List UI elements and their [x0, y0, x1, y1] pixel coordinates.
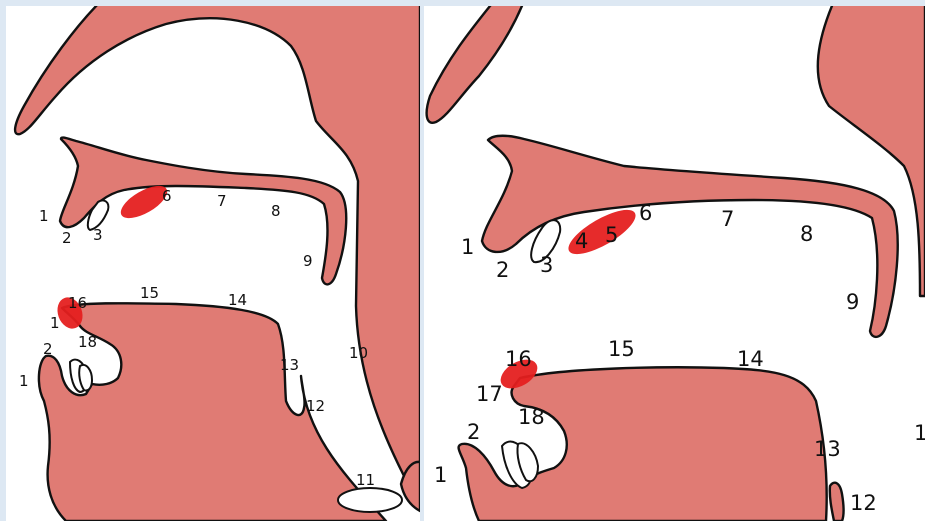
label-14-zoomed: 14 — [737, 347, 764, 371]
label-1-lower-lip-zoomed: 1 — [434, 463, 447, 487]
label-2-lower-teeth: 2 — [43, 340, 53, 358]
label-18: 18 — [78, 333, 97, 351]
label-10: 10 — [349, 344, 368, 362]
label-7: 7 — [217, 192, 227, 210]
label-15-zoomed: 15 — [608, 337, 635, 361]
label-2-upper-teeth: 2 — [62, 229, 72, 247]
lower-incisor-tooth-2 — [79, 365, 92, 391]
label-edge-zoomed: 1 — [914, 421, 925, 445]
label-18-zoomed: 18 — [518, 405, 545, 429]
label-11: 11 — [356, 471, 375, 489]
label-5-zoomed: 5 — [605, 223, 618, 247]
label-2-upper-teeth-zoomed: 2 — [496, 258, 509, 282]
label-16: 16 — [68, 294, 87, 312]
label-16-zoomed: 16 — [505, 347, 532, 371]
label-12: 12 — [306, 397, 325, 415]
label-1-upper-lip-zoomed: 1 — [461, 235, 474, 259]
label-3-alveolar: 3 — [93, 226, 103, 244]
label-1-lower-lip: 1 — [19, 372, 29, 390]
label-17: 1 — [50, 314, 60, 332]
label-15: 15 — [140, 284, 159, 302]
label-13: 13 — [280, 356, 299, 374]
label-3-zoomed: 3 — [540, 253, 553, 277]
label-12-zoomed: 12 — [850, 491, 877, 515]
label-17-zoomed: 17 — [476, 382, 503, 406]
nasal-cavity-upper-tissue-zoomed — [427, 6, 524, 123]
pharynx-wall-zoomed — [818, 6, 925, 296]
label-9-uvula: 9 — [303, 252, 313, 270]
label-14: 14 — [228, 291, 247, 309]
label-7-zoomed: 7 — [721, 207, 734, 231]
label-6-zoomed: 6 — [639, 201, 652, 225]
glottis-ellipse — [338, 488, 402, 512]
label-1-upper-lip: 1 — [39, 207, 49, 225]
label-2-lower-teeth-zoomed: 2 — [467, 420, 480, 444]
right-panel-vocal-tract-zoomed: 1 2 3 4 5 6 7 8 9 1 12 13 14 15 16 17 18… — [424, 6, 925, 521]
label-4-zoomed: 4 — [575, 229, 588, 253]
left-panel-vocal-tract: 1 2 3 6 7 8 9 10 11 12 13 14 15 16 1 18 … — [6, 6, 420, 521]
left-vocal-tract-diagram: 1 2 3 6 7 8 9 10 11 12 13 14 15 16 1 18 … — [6, 6, 420, 521]
label-9-uvula-zoomed: 9 — [846, 290, 859, 314]
label-8: 8 — [271, 202, 281, 220]
epiglottis-zoomed — [830, 483, 844, 521]
label-13-zoomed: 13 — [814, 437, 841, 461]
label-6: 6 — [162, 187, 172, 205]
label-8-zoomed: 8 — [800, 222, 813, 246]
right-vocal-tract-diagram: 1 2 3 4 5 6 7 8 9 1 12 13 14 15 16 17 18… — [424, 6, 925, 521]
